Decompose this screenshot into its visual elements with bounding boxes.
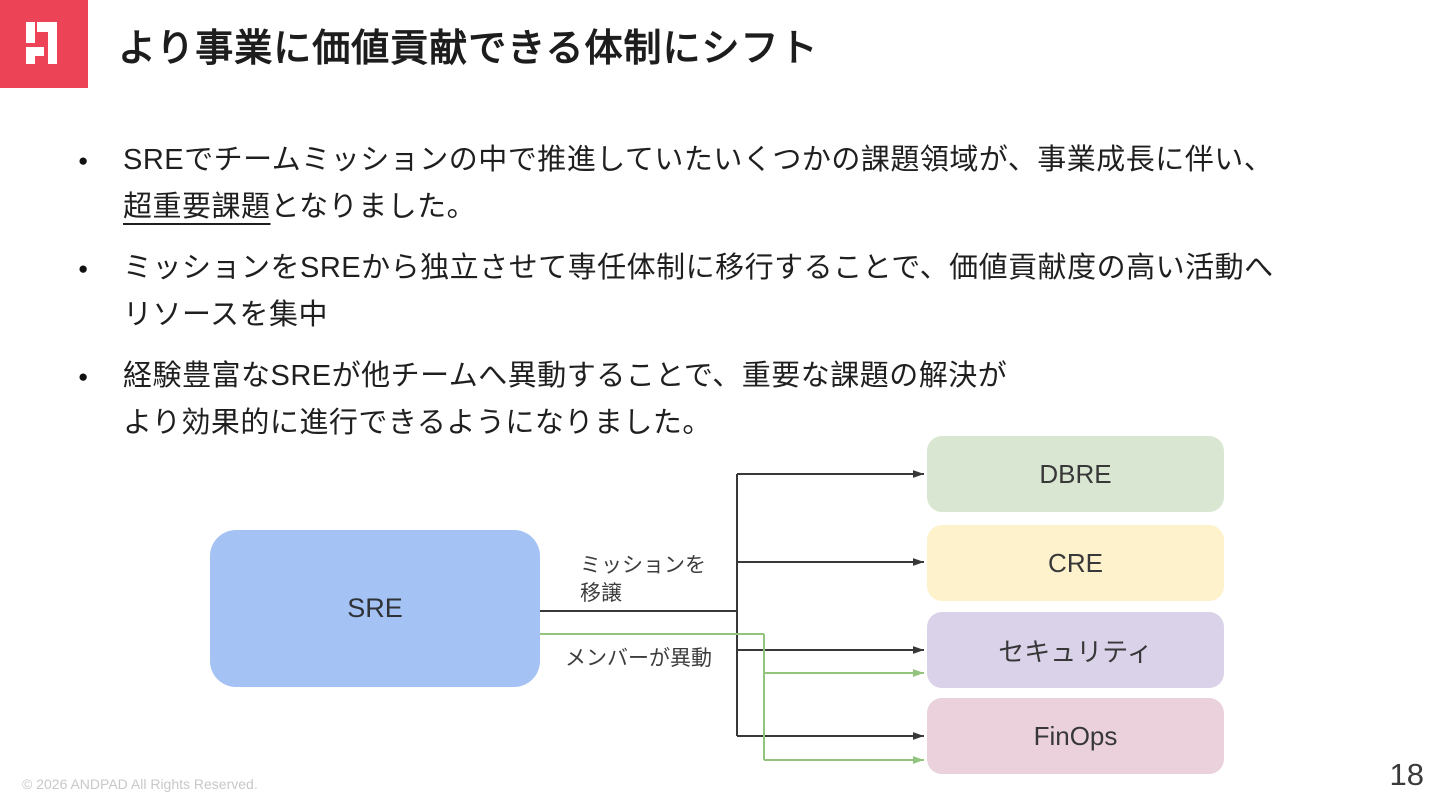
bullet-marker: ● bbox=[78, 151, 89, 170]
copyright-text: © 2026 ANDPAD All Rights Reserved. bbox=[22, 776, 258, 792]
diagram-box-label: セキュリティ bbox=[998, 636, 1153, 667]
bullet-item: ● 経験豊富なSREが他チームへ異動することで、重要な課題の解決が より効果的に… bbox=[78, 353, 1274, 447]
bullet-line: 経験豊富なSREが他チームへ異動することで、重要な課題の解決が bbox=[123, 360, 1008, 392]
underlined-text: 超重要課題 bbox=[123, 191, 271, 223]
diagram-box-dbre: DBRE bbox=[927, 436, 1224, 512]
edge-label-mission: ミッションを 移譲 bbox=[580, 552, 706, 608]
logo-glyph-part bbox=[37, 22, 57, 32]
edge-label-line: 移譲 bbox=[580, 582, 622, 605]
diagram-box-finops: FinOps bbox=[927, 698, 1224, 774]
bullet-line-rest: となりました。 bbox=[270, 191, 477, 223]
diagram-box-security: セキュリティ bbox=[927, 612, 1224, 688]
logo-glyph-part bbox=[48, 22, 57, 64]
bullet-line: 超重要課題となりました。 bbox=[123, 184, 1273, 231]
diagram-box-sre: SRE bbox=[210, 530, 540, 687]
edge-label-line: ミッションを bbox=[580, 554, 706, 577]
bullet-marker: ● bbox=[78, 367, 89, 386]
logo-glyph-part bbox=[26, 47, 44, 56]
bullet-item: ● SREでチームミッションの中で推進していたいくつかの課題領域が、事業成長に伴… bbox=[78, 137, 1274, 231]
diagram-box-label: SRE bbox=[347, 593, 403, 623]
logo-glyph-part bbox=[26, 47, 35, 64]
diagram-box-cre: CRE bbox=[927, 525, 1224, 601]
bullet-marker: ● bbox=[78, 259, 89, 278]
diagram-box-label: DBRE bbox=[1039, 458, 1112, 489]
bullet-item: ● ミッションをSREから独立させて専任体制に移行することで、価値貢献度の高い活… bbox=[78, 245, 1274, 339]
bullet-list: ● SREでチームミッションの中で推進していたいくつかの課題領域が、事業成長に伴… bbox=[78, 137, 1274, 461]
diagram-box-label: FinOps bbox=[1033, 720, 1118, 751]
diagram-box-label: CRE bbox=[1048, 547, 1103, 578]
edge-label-member: メンバーが異動 bbox=[565, 647, 712, 670]
page-number: 18 bbox=[1389, 757, 1424, 792]
bullet-line: より効果的に進行できるようになりました。 bbox=[123, 407, 712, 439]
bullet-line: リソースを集中 bbox=[123, 299, 329, 331]
logo-glyph-part bbox=[26, 22, 35, 43]
bullet-line: ミッションをSREから独立させて専任体制に移行することで、価値貢献度の高い活動へ bbox=[123, 252, 1274, 284]
bullet-line: SREでチームミッションの中で推進していたいくつかの課題領域が、事業成長に伴い、 bbox=[123, 144, 1274, 176]
andpad-logo-icon bbox=[0, 0, 88, 88]
page-title: より事業に価値貢献できる体制にシフト bbox=[118, 27, 819, 70]
